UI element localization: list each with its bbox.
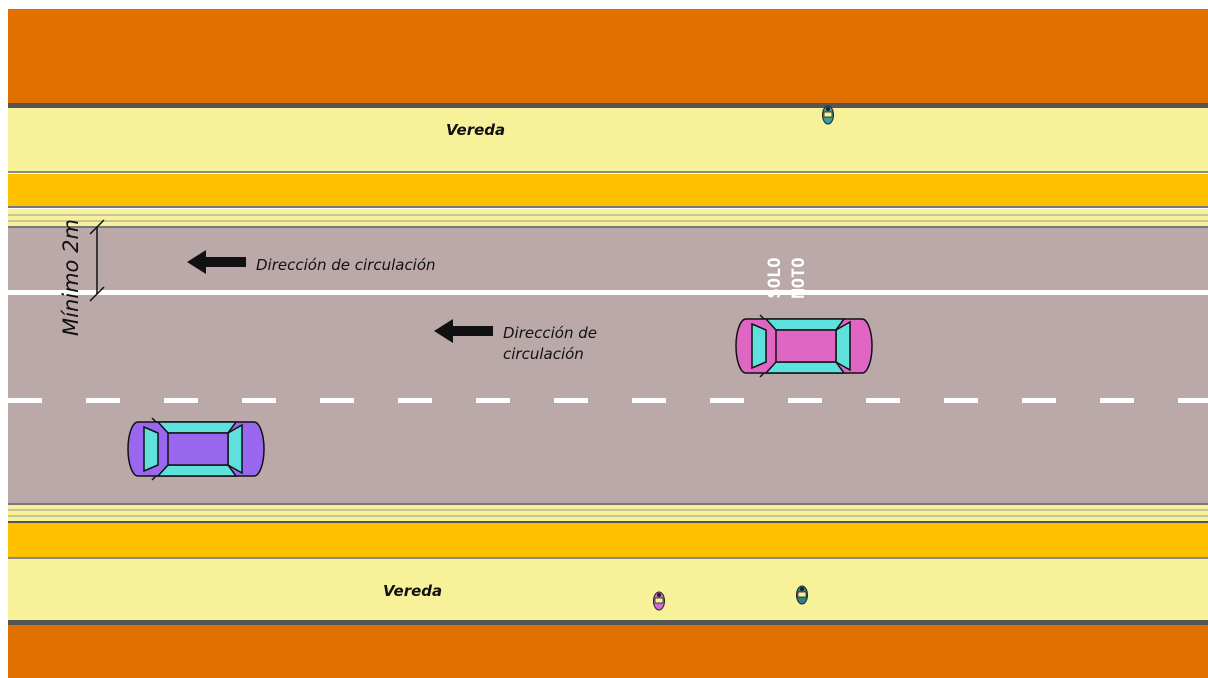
min-width-dimension [89,219,105,302]
left-arrow-icon [434,319,493,343]
road-marking-moto: MOTO [789,258,809,299]
lane-dash [866,398,900,403]
car-pink [735,314,873,378]
lane-dash [788,398,822,403]
sidewalk-top-label: Vereda [446,121,505,139]
building-top [8,9,1208,105]
car-purple [127,417,265,481]
motorcycle-icon [653,591,665,611]
motorcycle-icon [796,585,808,605]
lane-dash [320,398,354,403]
lane-dash [164,398,198,403]
sidewalk-bottom-label: Vereda [383,582,442,600]
direction-label-mid-1: Dirección de [503,324,597,342]
direction-label-top: Dirección de circulación [256,256,436,274]
lane-dash [554,398,588,403]
building-bottom [8,625,1208,678]
motorcycle-lane-line [8,290,1208,295]
lane-dash [242,398,276,403]
planter-strip-top [8,174,1208,207]
lane-dash [476,398,510,403]
lane-dash [1022,398,1056,403]
curb-line-bottom [8,620,1208,625]
curb-line-top [8,103,1208,108]
road-marking-solo: SOLO [765,258,785,299]
lane-dash [1178,398,1208,403]
motorcycle-icon [822,105,834,125]
lane-dash [398,398,432,403]
min-width-label: Mínimo 2m [59,219,83,336]
sidewalk-bottom [8,559,1208,622]
lane-dash [1100,398,1134,403]
lane-dash [944,398,978,403]
planter-strip-bottom [8,523,1208,557]
lane-dash [86,398,120,403]
lane-dash [710,398,744,403]
direction-label-mid-2: circulación [503,345,584,363]
left-arrow-icon [187,250,246,274]
dashed-lane-line [8,398,1208,403]
sidewalk-top [8,108,1208,172]
lane-dash [632,398,666,403]
lane-dash [8,398,42,403]
